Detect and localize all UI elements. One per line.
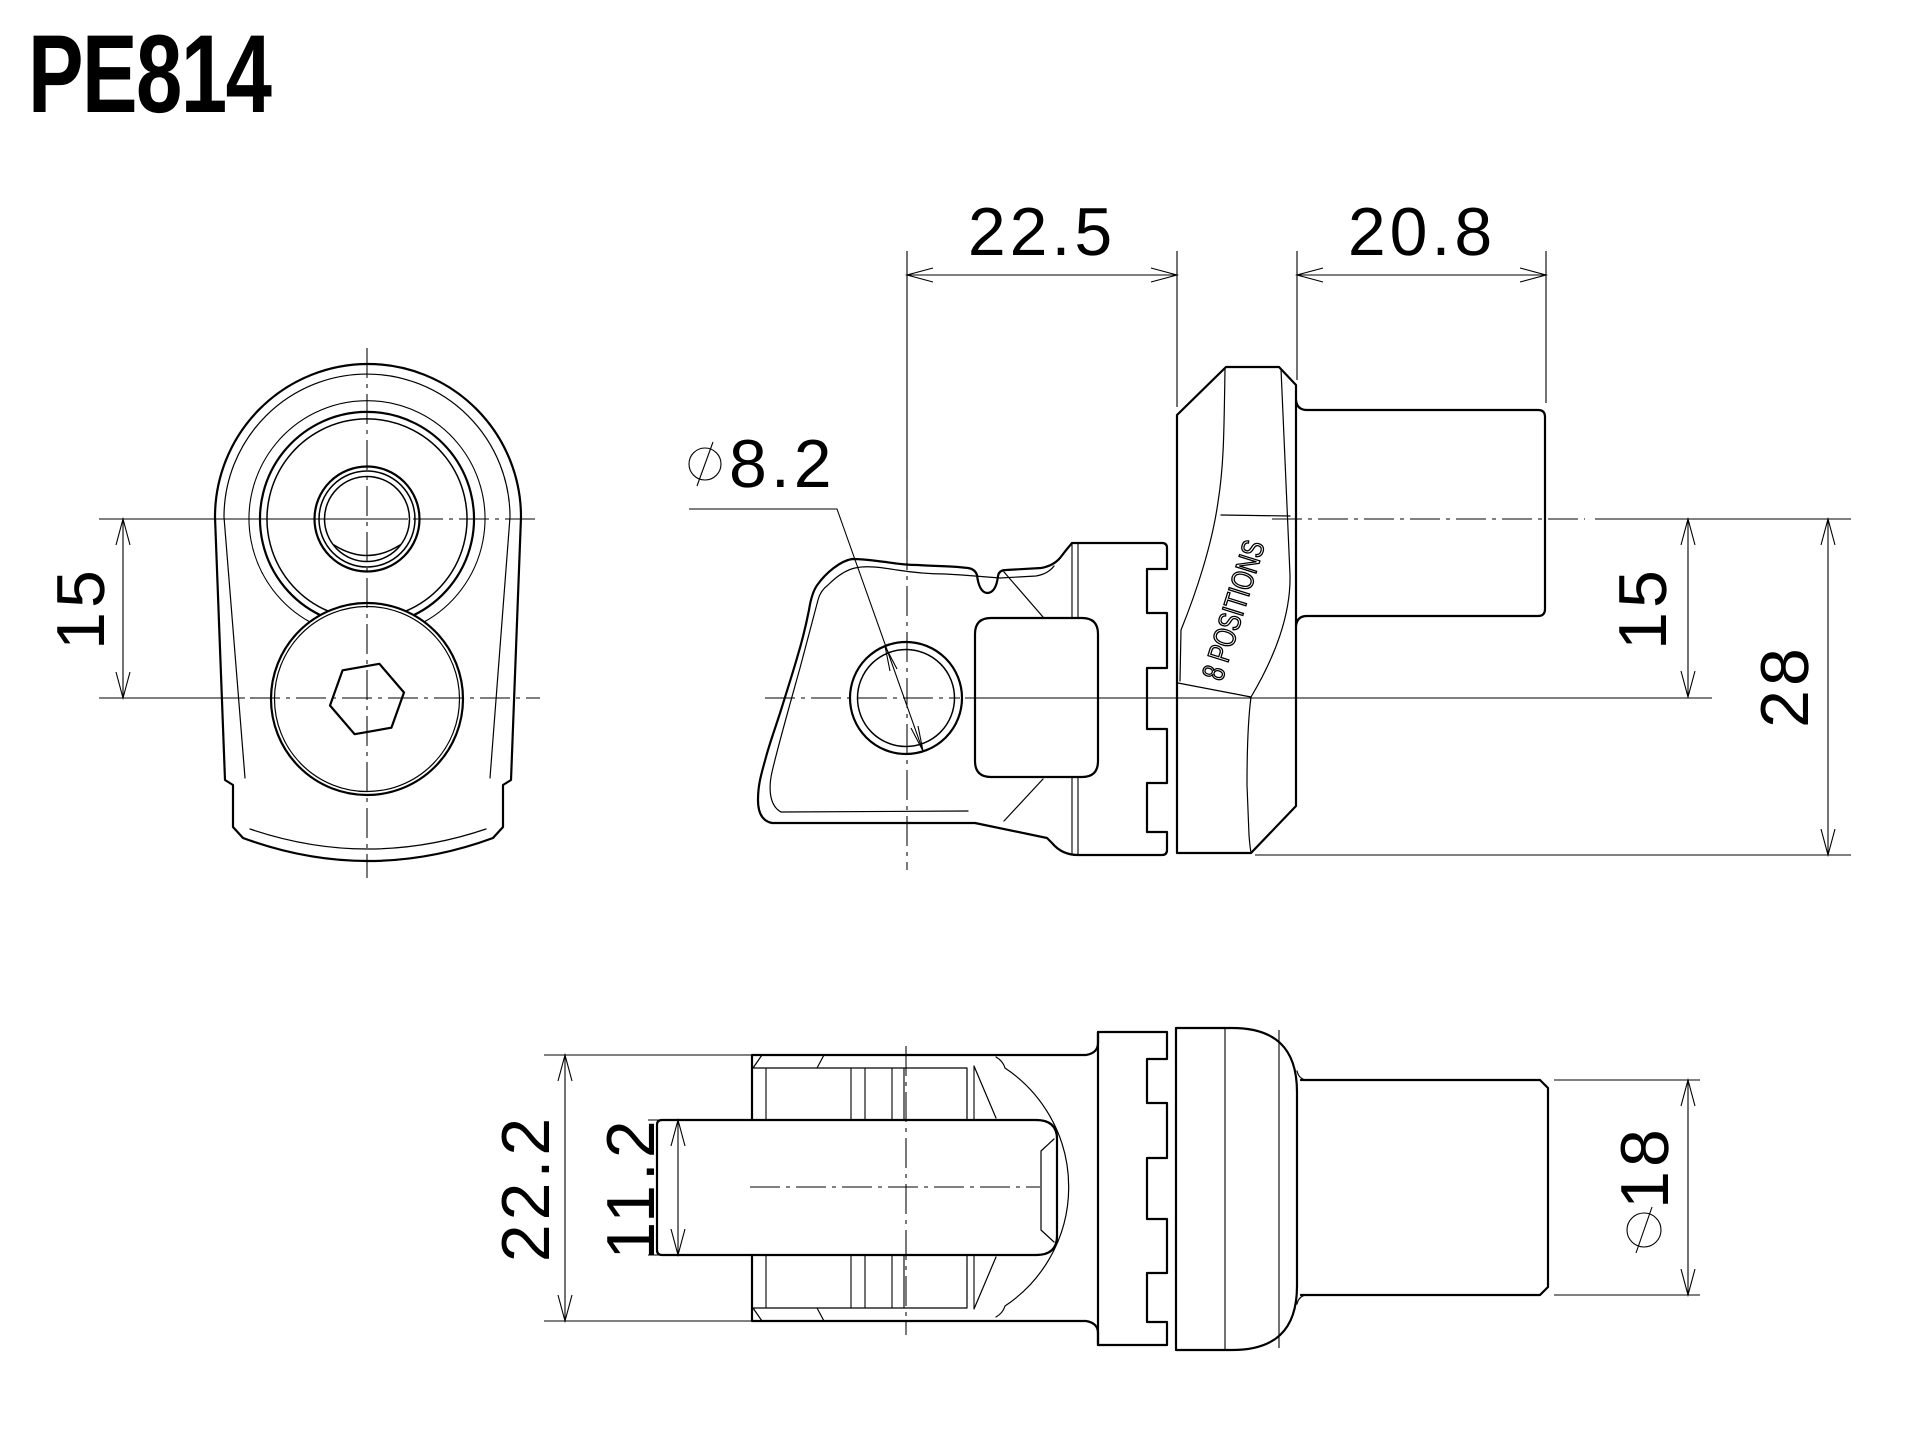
svg-text:28: 28 xyxy=(1747,644,1823,728)
svg-text:8.2: 8.2 xyxy=(729,426,836,502)
svg-text:PE814: PE814 xyxy=(28,12,272,136)
svg-text:22.5: 22.5 xyxy=(968,194,1116,270)
svg-text:20.8: 20.8 xyxy=(1348,194,1496,270)
svg-text:18: 18 xyxy=(1607,1125,1683,1209)
svg-text:11.2: 11.2 xyxy=(593,1116,669,1259)
svg-text:15: 15 xyxy=(1605,566,1681,650)
svg-text:22.2: 22.2 xyxy=(488,1114,564,1262)
svg-text:15: 15 xyxy=(43,566,119,650)
